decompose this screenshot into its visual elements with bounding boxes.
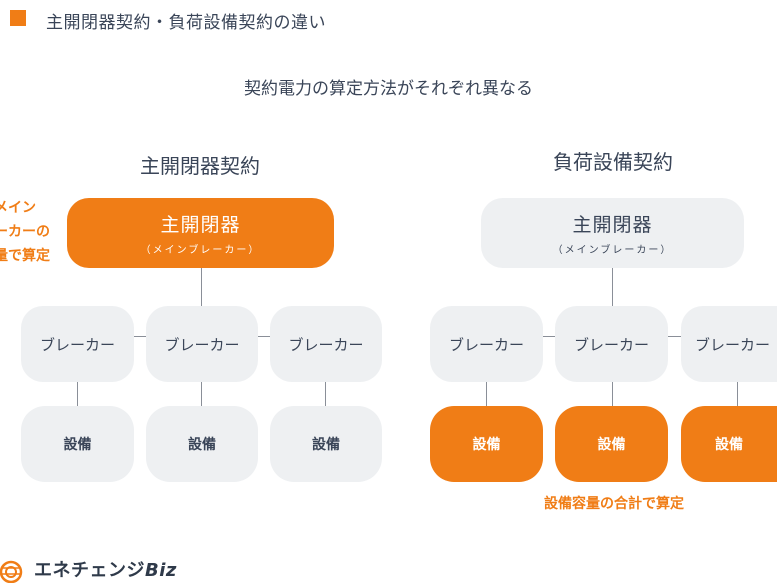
logo-wordmark: エネチェンジBiz [34, 556, 177, 582]
left-equipment-3: 設備 [270, 406, 382, 482]
right-main-switch-box: 主開閉器 （メインブレーカー） [481, 198, 744, 268]
right-equipment-2: 設備 [555, 406, 668, 482]
left-note-line-2: ーカーの [0, 224, 50, 240]
left-breaker-2: ブレーカー [146, 306, 258, 382]
subtitle: 契約電力の算定方法がそれぞれ異なる [244, 79, 533, 99]
left-main-connector [201, 268, 202, 306]
left-side-note: メイン ーカーの 量で算定 [0, 196, 50, 268]
left-equip-connector-1 [77, 382, 78, 406]
right-equipment-1: 設備 [430, 406, 543, 482]
right-equip-connector-3 [737, 382, 738, 406]
right-breaker-3: ブレーカー [681, 306, 777, 382]
right-breaker-1: ブレーカー [430, 306, 543, 382]
page-title: 主開閉器契約・負荷設備契約の違い [46, 13, 326, 33]
left-equip-connector-2 [201, 382, 202, 406]
left-equip-connector-3 [325, 382, 326, 406]
left-breaker-1: ブレーカー [21, 306, 134, 382]
right-section-title: 負荷設備契約 [553, 150, 673, 174]
left-main-switch-sub: （メインブレーカー） [140, 245, 261, 256]
left-note-line-3: 量で算定 [0, 248, 50, 264]
left-breaker-connector-2 [258, 336, 270, 337]
enechange-logo-icon [0, 552, 26, 583]
right-breaker-2: ブレーカー [555, 306, 668, 382]
header-accent-square [10, 10, 26, 26]
right-breaker-connector-2 [668, 336, 681, 337]
right-main-switch-sub: （メインブレーカー） [552, 245, 673, 256]
left-breaker-3: ブレーカー [270, 306, 382, 382]
logo-name: エネチェンジ [34, 560, 145, 581]
left-equipment-1: 設備 [21, 406, 134, 482]
left-main-switch-box: 主開閉器 （メインブレーカー） [67, 198, 334, 268]
right-bottom-note: 設備容量の合計で算定 [544, 496, 684, 512]
right-equip-connector-2 [612, 382, 613, 406]
right-main-connector [612, 268, 613, 306]
right-main-switch-label: 主開閉器 [572, 214, 653, 236]
left-breaker-connector-1 [134, 336, 146, 337]
logo-suffix: Biz [145, 560, 177, 581]
right-equipment-3: 設備 [681, 406, 777, 482]
left-main-switch-label: 主開閉器 [160, 214, 241, 236]
left-equipment-2: 設備 [146, 406, 258, 482]
right-equip-connector-1 [486, 382, 487, 406]
right-breaker-connector-1 [543, 336, 555, 337]
left-note-line-1: メイン [0, 200, 36, 216]
left-section-title: 主開閉器契約 [140, 154, 260, 178]
